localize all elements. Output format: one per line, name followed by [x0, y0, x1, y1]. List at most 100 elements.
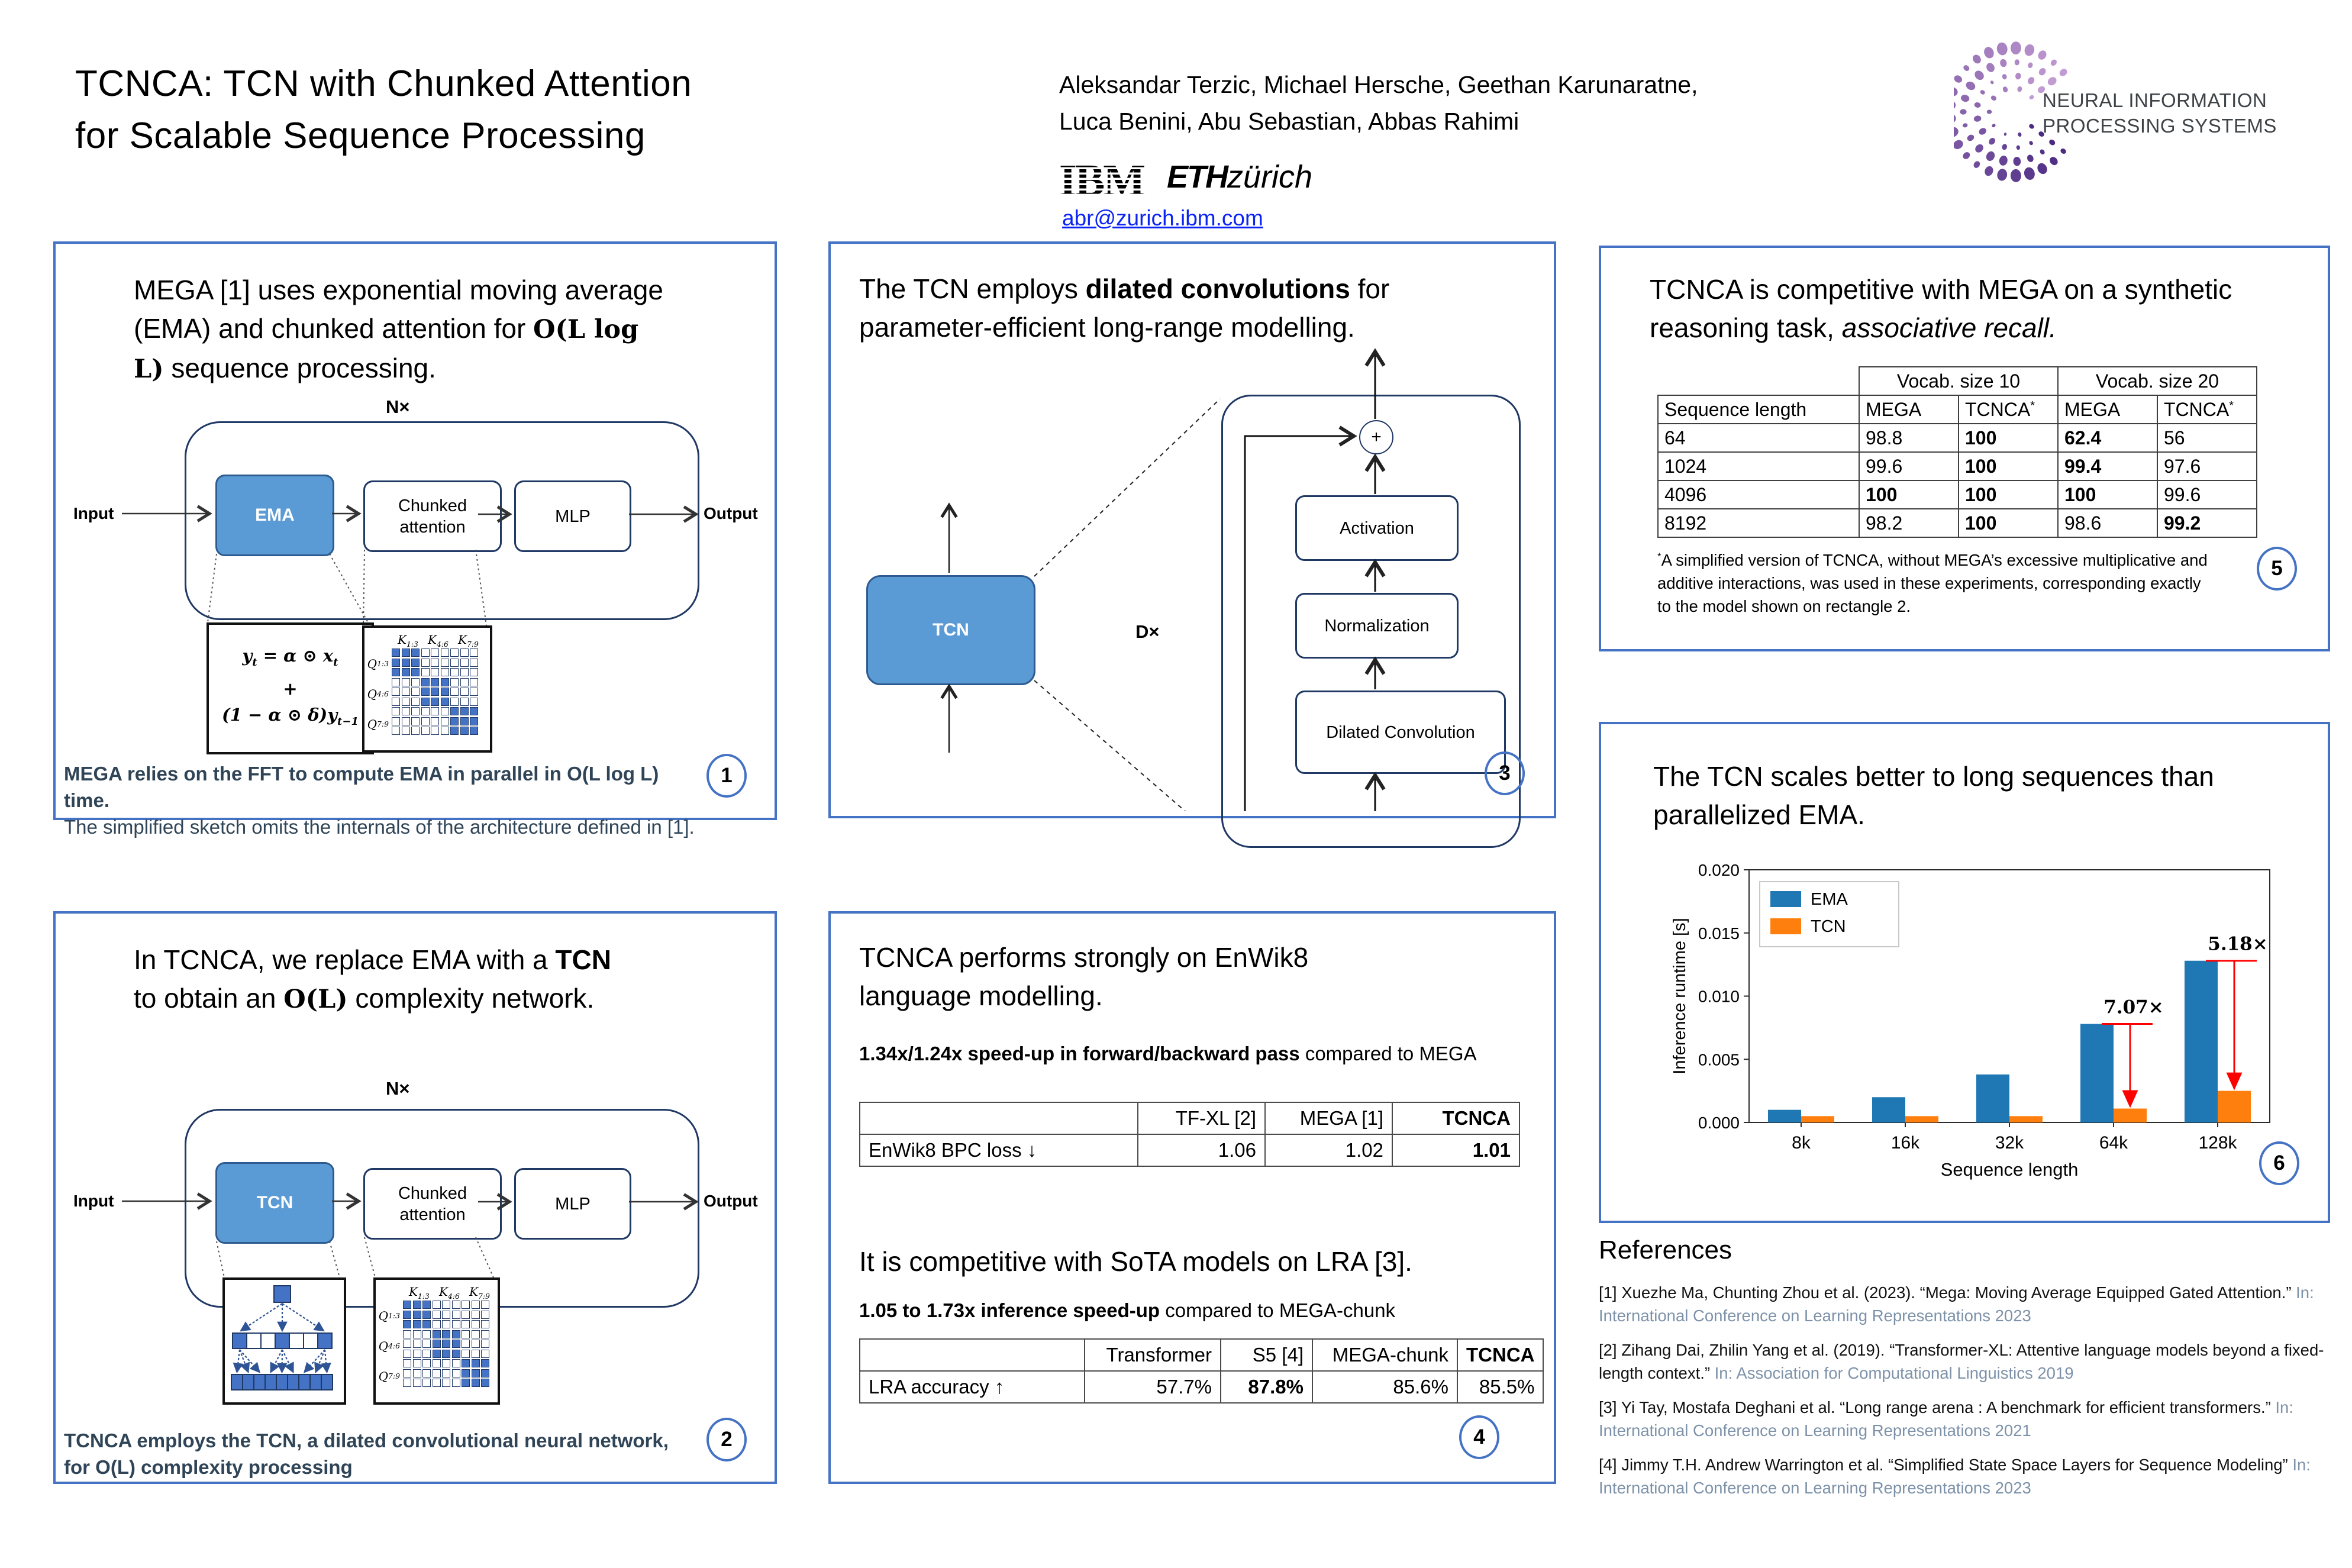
panel2-input-label: Input	[73, 1192, 114, 1210]
neurips-text-line1: NEURAL INFORMATION	[2043, 89, 2267, 111]
poster-title-line2: for Scalable Sequence Processing	[75, 115, 646, 156]
svg-text:Inference runtime [s]: Inference runtime [s]	[1670, 918, 1689, 1074]
poster-title-line1: TCNCA: TCN with Chunked Attention	[75, 63, 692, 104]
panel1-ema-box: EMA	[215, 475, 334, 556]
panel3-heading-post: for parameter-efficient long-range model…	[859, 273, 1390, 343]
panel2-heading-post: complexity network.	[347, 983, 595, 1014]
panel2-caption-line2: for O(L) complexity processing	[64, 1456, 353, 1478]
ema-formula-line3: (1 − α ⊙ δ)yt−1	[222, 704, 359, 728]
svg-text:IBM: IBM	[1059, 159, 1144, 201]
authors: Aleksandar Terzic, Michael Hersche, Geet…	[1059, 66, 1698, 140]
panel5-heading-pre: TCNCA is competitive with MEGA on a synt…	[1650, 274, 2232, 343]
reference-item: [4] Jimmy T.H. Andrew Warrington et al. …	[1599, 1456, 2311, 1497]
panel3-dilated-convolution-box: Dilated Convolution	[1295, 691, 1506, 774]
neurips-text-line2: PROCESSING SYSTEMS	[2043, 115, 2277, 137]
panel-enwik8-lra-results: TCNCA performs strongly on EnWik8 langua…	[828, 911, 1556, 1484]
panel1-caption-bold: MEGA relies on the FFT to compute EMA in…	[64, 763, 659, 811]
email-link[interactable]: abr@zurich.ibm.com	[1062, 206, 1263, 230]
panel1-input-label: Input	[73, 504, 114, 522]
panel-mega-overview: MEGA [1] uses exponential moving average…	[53, 241, 777, 838]
eth-logo-bold: ETH	[1167, 159, 1228, 195]
panel3-layer-container	[1221, 395, 1521, 848]
authors-line1: Aleksandar Terzic, Michael Hersche, Geet…	[1059, 71, 1698, 98]
panel1-mlp-box: MLP	[514, 480, 631, 552]
panel1-caption: MEGA relies on the FFT to compute EMA in…	[64, 760, 697, 840]
panel6-heading: The TCN scales better to long sequences …	[1653, 761, 2214, 830]
panel2-heading-math: O(L)	[283, 985, 348, 1014]
panel-runtime-scaling: The TCN scales better to long sequences …	[1599, 722, 2330, 1223]
svg-text:32k: 32k	[1995, 1133, 2024, 1153]
panel2-chunked-attention-box: Chunked attention	[363, 1168, 502, 1240]
svg-text:TCN: TCN	[1811, 917, 1846, 936]
panel2-heading-pre: In TCNCA, we replace EMA with a	[134, 944, 556, 975]
reference-item: [3] Yi Tay, Mostafa Deghani et al. “Long…	[1599, 1398, 2293, 1440]
svg-text:7.07×: 7.07×	[2103, 996, 2163, 1018]
svg-text:0.000: 0.000	[1698, 1114, 1740, 1132]
panel1-ema-formula-box: yt = α ⊙ xt + (1 − α ⊙ δ)yt−1	[207, 622, 374, 754]
references-heading: References	[1599, 1235, 1732, 1264]
panel1-heading-math: O(L log L)	[134, 315, 639, 384]
panel4-heading1: TCNCA performs strongly on EnWik8 langua…	[859, 942, 1309, 1011]
panel1-heading: MEGA [1] uses exponential moving average…	[134, 271, 663, 389]
panel3-d-times-label: D×	[1135, 621, 1160, 642]
panel1-number-badge: 1	[706, 754, 747, 798]
panel3-heading-pre: The TCN employs	[859, 273, 1086, 304]
panel4-speedup1: 1.34x/1.24x speed-up in forward/backward…	[859, 1043, 1477, 1065]
panel-tcnca-architecture: In TCNCA, we replace EMA with a TCN to o…	[53, 911, 777, 1484]
dilated-tree-diagram	[231, 1285, 333, 1390]
panel4-speedup2-rest: compared to MEGA-chunk	[1160, 1299, 1396, 1321]
svg-text:64k: 64k	[2099, 1133, 2128, 1153]
panel3-heading: The TCN employs dilated convolutions for…	[859, 270, 1504, 347]
svg-text:EMA: EMA	[1811, 890, 1848, 909]
panel6-number-badge: 6	[2259, 1141, 2299, 1185]
panel1-caption-regular: The simplified sketch omits the internal…	[64, 816, 695, 838]
panel2-mlp-box: MLP	[514, 1168, 631, 1240]
ema-formula-line1: yt = α ⊙ xt	[242, 645, 338, 669]
panel2-caption-line1: TCNCA employs the TCN, a dilated convolu…	[64, 1430, 669, 1451]
eth-logo: ETHzürich	[1167, 159, 1312, 195]
poster-title: TCNCA: TCN with Chunked Attention for Sc…	[75, 58, 692, 162]
panel3-sum-node: +	[1359, 420, 1393, 454]
panel2-heading-mid: to obtain an	[134, 983, 284, 1014]
svg-text:0.020: 0.020	[1698, 861, 1740, 879]
panel-tcn-dilated-convolutions: The TCN employs dilated convolutions for…	[828, 241, 1556, 848]
panel3-number-badge: 3	[1485, 751, 1525, 795]
svg-text:128k: 128k	[2198, 1133, 2237, 1153]
neurips-logo-text: NEURAL INFORMATION PROCESSING SYSTEMS	[2043, 88, 2277, 138]
panel1-output-label: Output	[704, 504, 758, 522]
panel2-heading: In TCNCA, we replace EMA with a TCN to o…	[134, 941, 637, 1019]
references-list: [1] Xuezhe Ma, Chunting Zhou et al. (202…	[1599, 1281, 2350, 1511]
panel4-speedup1-rest: compared to MEGA	[1299, 1043, 1477, 1064]
panel2-heading-bold: TCN	[555, 944, 611, 975]
panel1-heading-post: sequence processing.	[163, 353, 436, 383]
reference-item: [2] Zihang Dai, Zhilin Yang et al. (2019…	[1599, 1341, 2324, 1382]
panel3-normalization-box: Normalization	[1295, 593, 1459, 659]
panel4-speedup1-bold: 1.34x/1.24x speed-up in forward/backward…	[859, 1043, 1300, 1064]
svg-text:Sequence length: Sequence length	[1941, 1159, 2079, 1180]
ibm-logo: IBM	[1059, 156, 1161, 205]
ema-formula-line2: +	[283, 678, 298, 699]
panel3-heading-bold: dilated convolutions	[1085, 273, 1350, 304]
panel1-n-times-label: N×	[386, 396, 410, 417]
svg-text:0.010: 0.010	[1698, 988, 1740, 1006]
svg-text:16k: 16k	[1891, 1133, 1920, 1153]
panel4-number-badge: 4	[1459, 1415, 1499, 1459]
reference-item: [1] Xuezhe Ma, Chunting Zhou et al. (202…	[1599, 1283, 2314, 1325]
panel2-output-label: Output	[704, 1192, 758, 1210]
eth-logo-light: zürich	[1227, 159, 1313, 195]
panel4-speedup2: 1.05 to 1.73x inference speed-up compare…	[859, 1299, 1395, 1322]
panel4-heading2: It is competitive with SoTA models on LR…	[859, 1246, 1412, 1277]
panel5-heading: TCNCA is competitive with MEGA on a synt…	[1650, 270, 2292, 347]
panel1-chunked-attention-box: Chunked attention	[363, 480, 502, 552]
svg-text:5.18×: 5.18×	[2208, 934, 2267, 955]
svg-text:0.015: 0.015	[1698, 924, 1740, 943]
panel2-tcn-box: TCN	[215, 1162, 334, 1244]
panel2-tcn-tree-box	[222, 1277, 346, 1405]
panel3-tcn-box: TCN	[866, 575, 1035, 685]
svg-text:0.005: 0.005	[1698, 1050, 1740, 1069]
